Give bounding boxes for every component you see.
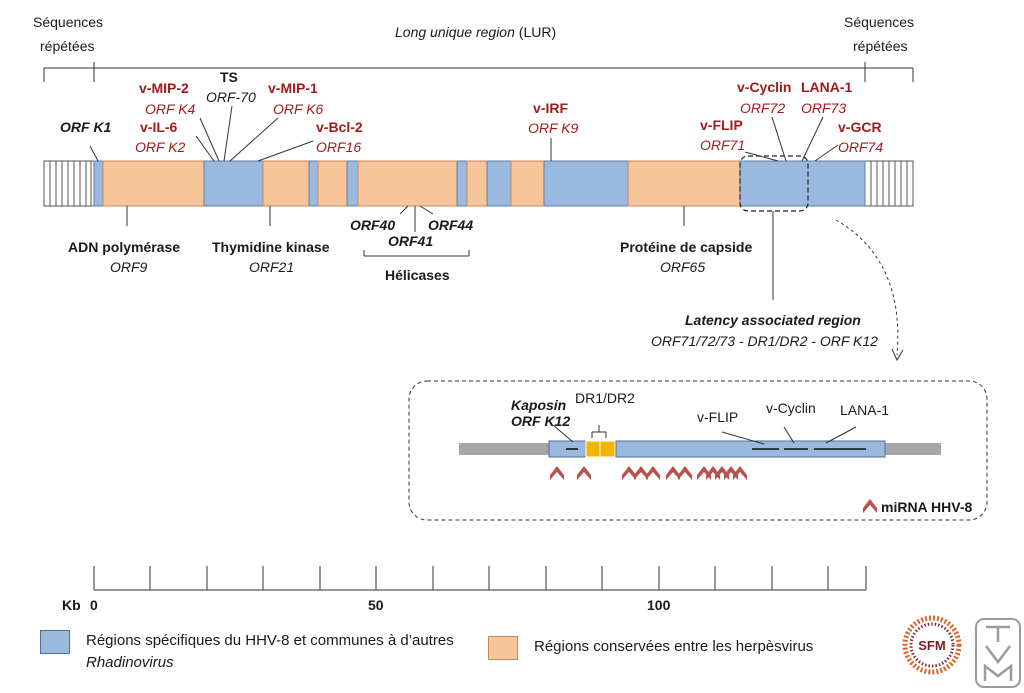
inset-dr2-block <box>599 440 616 458</box>
left-repeat-label-2: répétées <box>40 38 94 54</box>
inset-dr-label: DR1/DR2 <box>575 390 635 406</box>
mirna-marker <box>646 466 660 480</box>
latency-inset: Kaposin ORF K12 DR1/DR2 v-FLIP v-Cyclin … <box>408 380 988 521</box>
mirna-legend-label: miRNA HHV-8 <box>881 499 972 515</box>
scale-unit: Kb <box>62 597 81 613</box>
scale-tick-50: 50 <box>368 597 384 613</box>
right-repeat-label-2: répétées <box>853 38 907 54</box>
helicase-orf41: ORF41 <box>388 233 433 249</box>
gene-lana1: LANA-1 <box>801 79 853 95</box>
gene-lana1-orf: ORF73 <box>801 100 846 116</box>
left-repeat-label-1: Séquences <box>33 14 103 30</box>
gene-capside: Protéine de capside <box>620 239 752 255</box>
scale-tick-100: 100 <box>647 597 671 613</box>
latency-detail: ORF71/72/73 - DR1/DR2 - ORF K12 <box>651 333 878 349</box>
gene-ts-orf: ORF-70 <box>206 89 256 105</box>
legend-blue-text-main: Régions spécifiques du HHV-8 et communes… <box>86 632 454 649</box>
gene-vflip: v-FLIP <box>700 117 743 133</box>
gene-vcyclin: v-Cyclin <box>737 79 791 95</box>
mirna-marker <box>666 466 680 480</box>
bottom-leader-lines <box>126 205 774 300</box>
gene-adnpol: ADN polymérase <box>68 239 180 255</box>
genome-bar <box>43 155 914 212</box>
legend-orange-swatch <box>488 636 518 660</box>
gene-vil6-orf: ORF K2 <box>135 139 186 155</box>
gene-vcyclin-orf: ORF72 <box>740 100 785 116</box>
top-gene-labels: ORF K1 v-IL-6 ORF K2 v-MIP-2 ORF K4 TS O… <box>60 69 883 155</box>
top-leader-lines <box>89 105 839 162</box>
gene-vbcl2-orf: ORF16 <box>316 139 361 155</box>
mirna-marker <box>733 466 747 480</box>
gene-tk-orf: ORF21 <box>249 259 294 275</box>
lur-label: Long unique region (LUR) <box>395 24 556 40</box>
gene-vil6: v-IL-6 <box>140 119 178 135</box>
inset-latency-block <box>615 440 886 458</box>
legend-blue-text: Régions spécifiques du HHV-8 et communes… <box>86 630 506 674</box>
gene-vbcl2: v-Bcl-2 <box>316 119 363 135</box>
inset-lana1-label: LANA-1 <box>840 402 889 418</box>
inset-kaposin-label-2: ORF K12 <box>511 413 570 429</box>
gene-adnpol-orf: ORF9 <box>110 259 148 275</box>
legend-blue-text-italic: Rhadinovirus <box>86 654 174 671</box>
helicase-orf44: ORF44 <box>428 217 473 233</box>
top-bracket <box>43 62 914 82</box>
gene-vmip1: v-MIP-1 <box>268 80 318 96</box>
gene-tk: Thymidine kinase <box>212 239 330 255</box>
legend-blue-swatch <box>40 630 70 654</box>
legend-orange: Régions conservées entre les herpèsvirus <box>488 636 813 660</box>
gene-orfk1: ORF K1 <box>60 119 112 135</box>
scale-tick-0: 0 <box>90 597 98 613</box>
inset-arrow <box>835 219 904 362</box>
inset-kaposin-label-1: Kaposin <box>511 397 566 413</box>
gene-vgcr-orf: ORF74 <box>838 139 883 155</box>
legend-orange-text: Régions conservées entre les herpèsvirus <box>534 638 814 655</box>
scale-bar: Kb 0 50 100 <box>62 566 867 613</box>
sfm-logo-text: SFM <box>918 638 945 653</box>
gene-capside-orf: ORF65 <box>660 259 705 275</box>
bottom-gene-labels: ADN polymérase ORF9 Thymidine kinase ORF… <box>68 217 878 349</box>
inset-dr1-block <box>585 440 601 458</box>
mirna-marker <box>634 466 648 480</box>
inset-vflip-label: v-FLIP <box>697 409 738 425</box>
mirna-markers <box>550 466 877 513</box>
gene-vflip-orf: ORF71 <box>700 137 745 153</box>
latency-title: Latency associated region <box>685 312 861 328</box>
helicase-label: Hélicases <box>385 267 450 283</box>
mirna-marker <box>550 466 564 480</box>
gene-vmip1-orf: ORF K6 <box>273 101 324 117</box>
helicase-bracket <box>363 250 470 257</box>
mirna-marker <box>622 466 636 480</box>
helicase-orf40: ORF40 <box>350 217 395 233</box>
mirna-legend-marker <box>863 499 877 513</box>
gene-virf-orf: ORF K9 <box>528 120 579 136</box>
mirna-marker <box>678 466 692 480</box>
gene-vmip2-orf: ORF K4 <box>145 101 196 117</box>
gene-virf: v-IRF <box>533 100 568 116</box>
legend-blue: Régions spécifiques du HHV-8 et communes… <box>40 630 506 674</box>
gene-vmip2: v-MIP-2 <box>139 80 189 96</box>
gene-vgcr: v-GCR <box>838 119 882 135</box>
right-repeat-label-1: Séquences <box>844 14 914 30</box>
sfm-logo: SFM <box>902 615 962 675</box>
inset-vcyclin-label: v-Cyclin <box>766 400 816 416</box>
gene-ts: TS <box>220 69 238 85</box>
tvm-logo <box>975 618 1021 688</box>
mirna-marker <box>577 466 591 480</box>
